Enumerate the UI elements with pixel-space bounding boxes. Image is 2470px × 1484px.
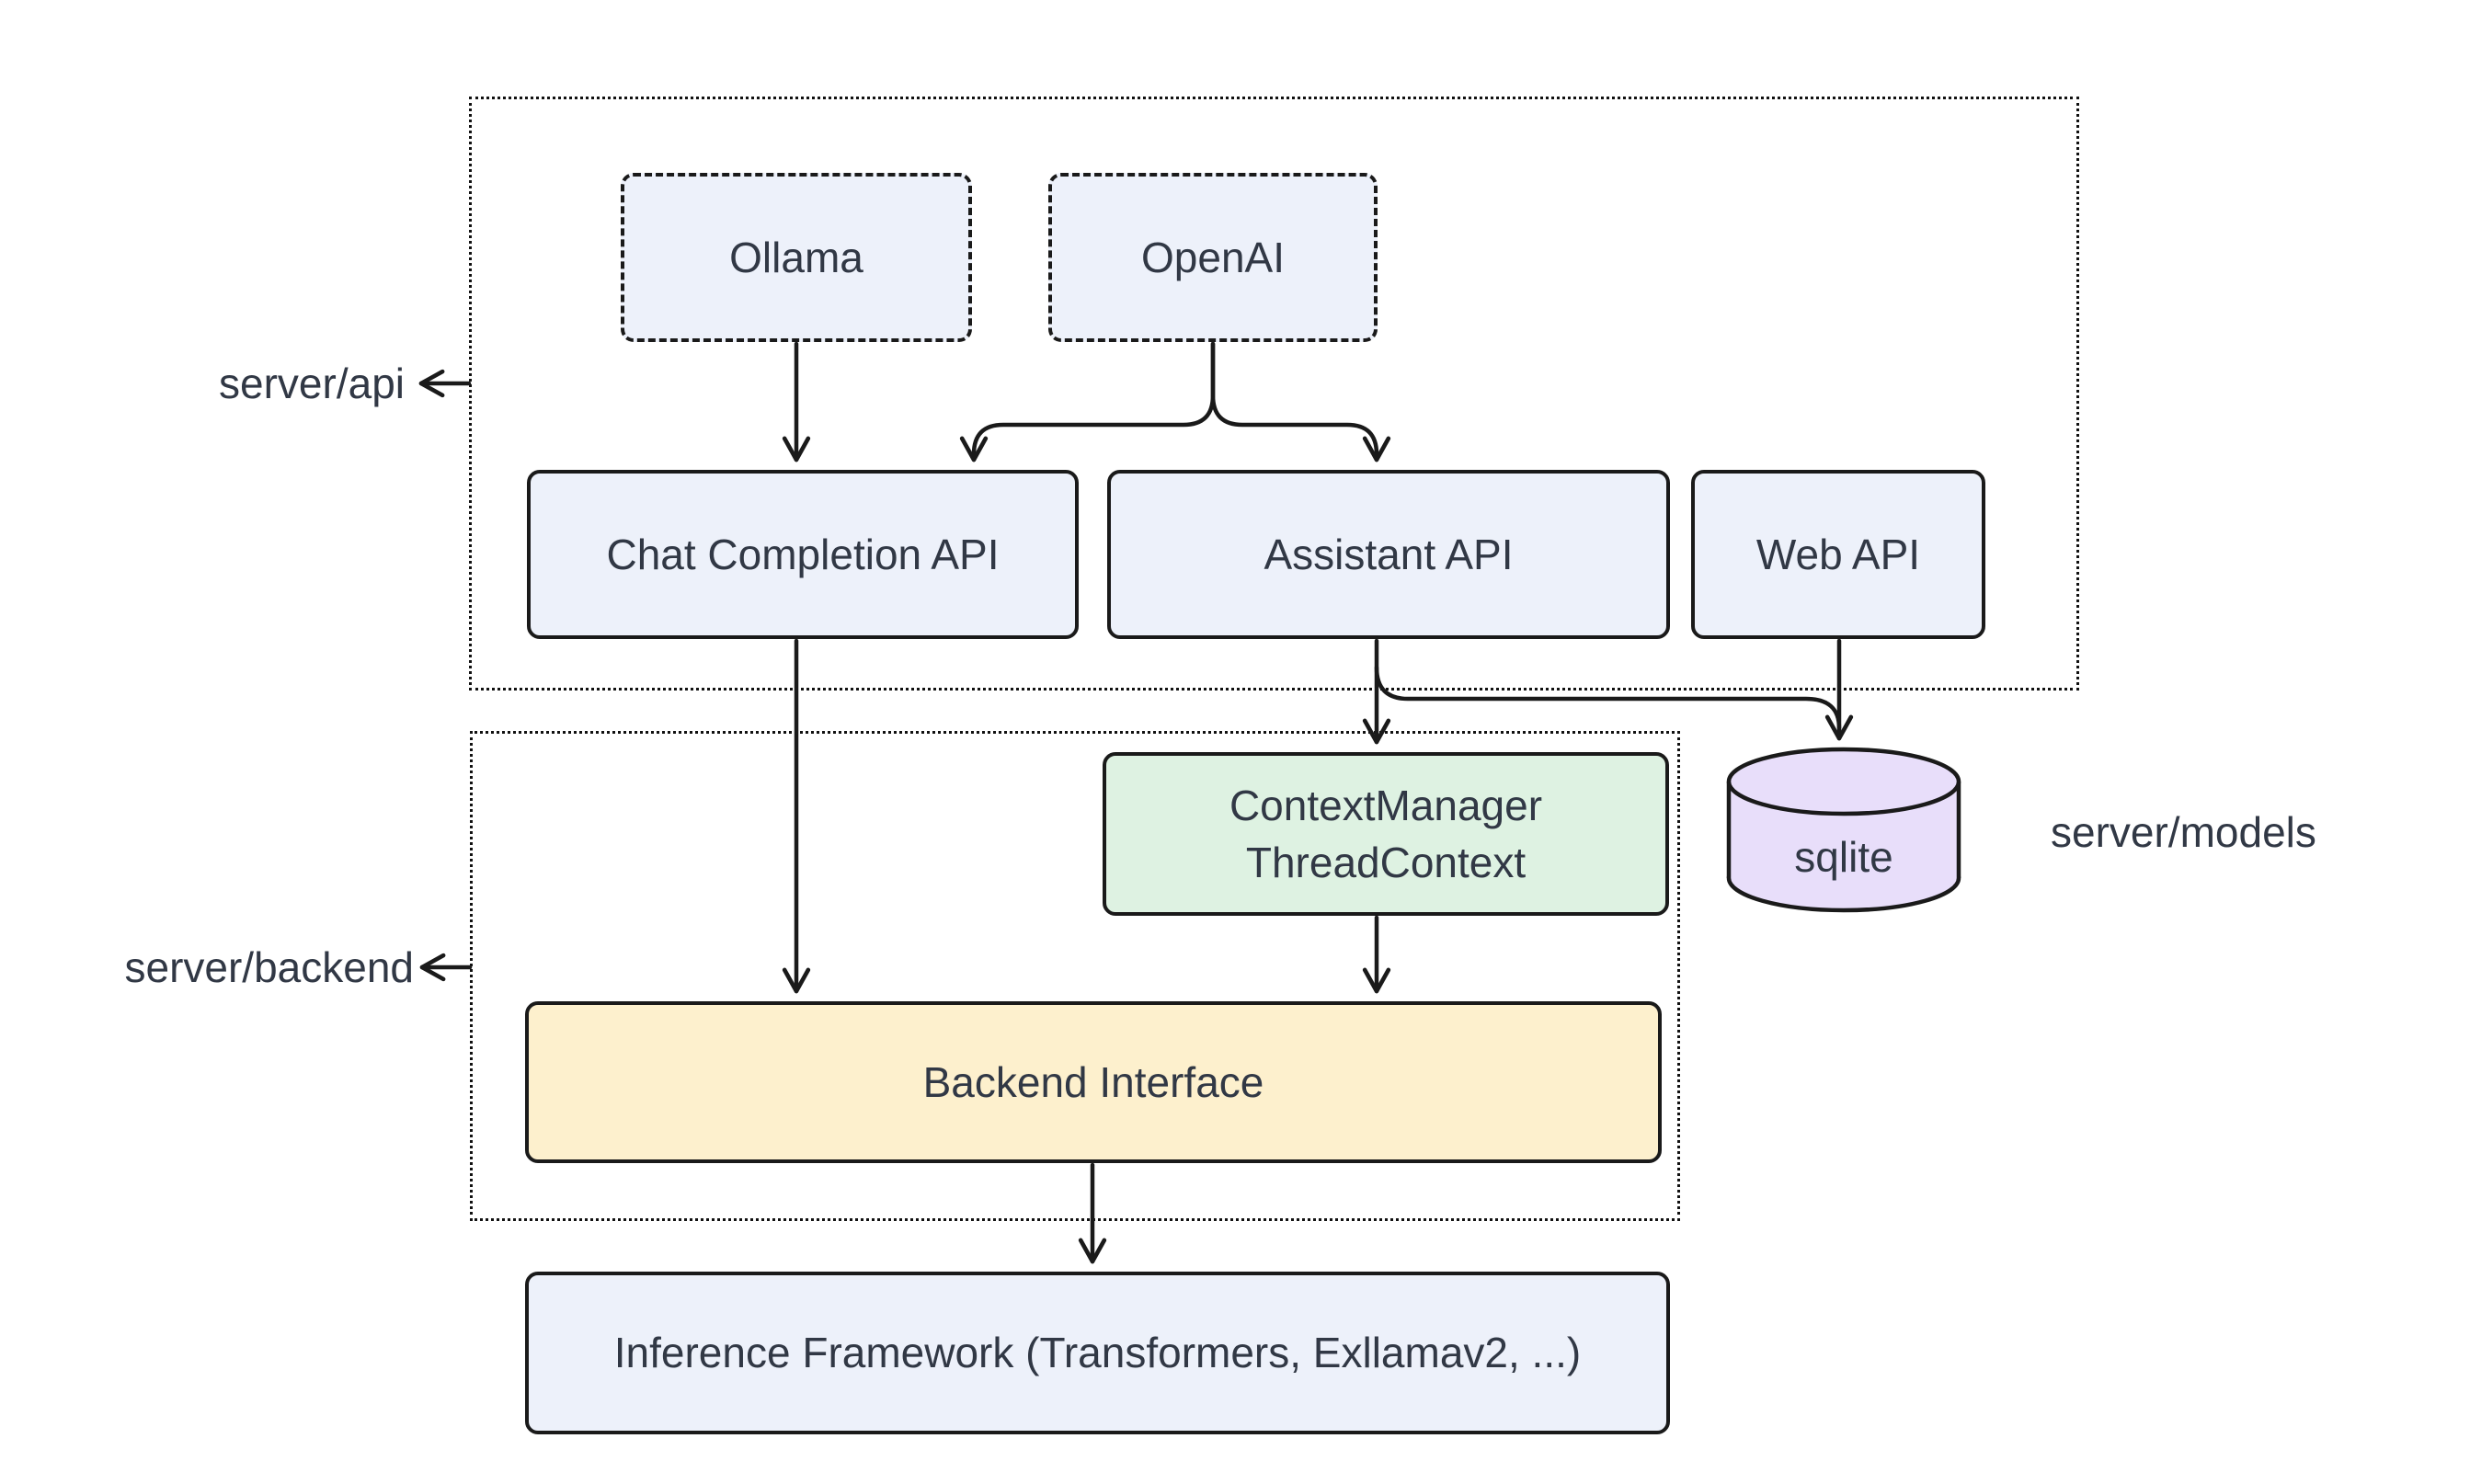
- server-api-label: server/api: [219, 360, 405, 407]
- node-ollama-label: Ollama: [729, 233, 863, 281]
- node-backend-interface: Backend Interface: [525, 1001, 1662, 1163]
- sqlite-cylinder-top: [1726, 747, 1961, 816]
- node-ollama: Ollama: [621, 173, 972, 342]
- node-web-api: Web API: [1691, 470, 1985, 639]
- sqlite-database-node: sqlite: [1726, 747, 1961, 913]
- node-inference-framework-label: Inference Framework (Transformers, Exlla…: [613, 1329, 1582, 1377]
- node-openai-label: OpenAI: [1141, 233, 1285, 281]
- sqlite-cylinder-body: [1729, 782, 1959, 878]
- node-chat-completion-api: Chat Completion API: [527, 470, 1079, 639]
- node-backend-interface-label: Backend Interface: [922, 1057, 1264, 1106]
- node-web-api-label: Web API: [1755, 530, 1921, 578]
- sqlite-label: sqlite: [1794, 833, 1893, 881]
- node-context-manager-label-line2: ThreadContext: [1245, 839, 1527, 886]
- server-backend-group-border: [470, 731, 1680, 1221]
- node-assistant-api: Assistant API: [1107, 470, 1670, 639]
- server-models-label: server/models: [2051, 808, 2316, 856]
- node-context-manager: ContextManager ThreadContext: [1103, 752, 1669, 916]
- node-context-manager-label-line1: ContextManager: [1229, 781, 1543, 829]
- sqlite-cylinder-bottom: [1726, 843, 1961, 913]
- server-api-group-border: [469, 97, 2079, 691]
- node-inference-framework: Inference Framework (Transformers, Exlla…: [525, 1272, 1670, 1434]
- node-chat-completion-api-label: Chat Completion API: [606, 530, 1000, 578]
- server-backend-label: server/backend: [124, 943, 415, 991]
- node-openai: OpenAI: [1048, 173, 1378, 342]
- node-assistant-api-label: Assistant API: [1264, 530, 1514, 578]
